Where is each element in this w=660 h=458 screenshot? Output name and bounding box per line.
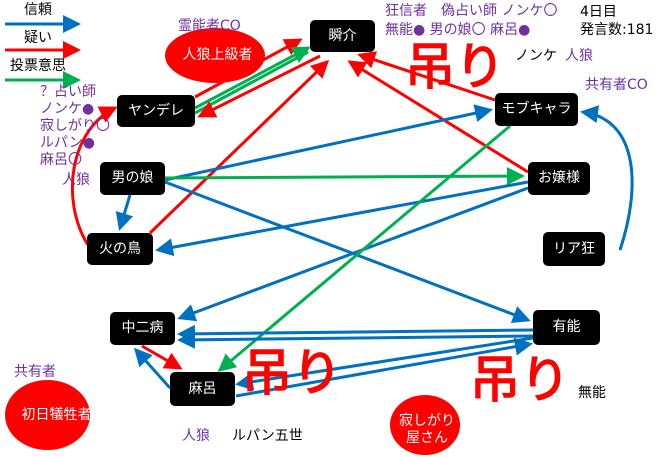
node-ojousama[interactable]: お嬢様 xyxy=(528,162,590,195)
trust-arrow xyxy=(133,347,172,390)
trust-arrow xyxy=(235,337,533,398)
blood-splatter xyxy=(390,395,460,455)
post-count: 発言数:181 xyxy=(580,22,654,38)
trust-arrow xyxy=(115,194,133,231)
vote-arrow xyxy=(217,124,511,372)
node-riakyo[interactable]: リア狂 xyxy=(543,232,605,266)
vote-arrow xyxy=(164,167,525,186)
note-uranai-3: ルパン● xyxy=(40,135,95,151)
legend-doubt-label: 疑い xyxy=(24,30,52,46)
node-otokonoko[interactable]: 男の娘 xyxy=(100,162,165,195)
legend-vote-label: 投票意思 xyxy=(10,58,66,74)
hang-label-muno: 吊り xyxy=(470,351,570,409)
node-hinotori[interactable]: 火の鳥 xyxy=(87,233,153,265)
trust-arrow xyxy=(155,180,529,257)
doubt-arrow xyxy=(197,54,321,118)
doubt-arrow xyxy=(357,51,496,102)
doubt-arrow xyxy=(347,60,529,174)
note-uranai-2: 寂しがり〇 xyxy=(40,118,110,134)
trust-arrow xyxy=(580,105,634,251)
note-reinou-co: 霊能者CO xyxy=(178,18,241,34)
node-maro[interactable]: 麻呂 xyxy=(170,372,235,406)
node-mobkyara[interactable]: モブキャラ xyxy=(495,93,578,126)
note-uranai-4: 麻呂〇 xyxy=(40,152,82,168)
trust-arrow xyxy=(177,330,534,349)
hang-label-mob: 吊り xyxy=(405,38,505,96)
day-label: 4日目 xyxy=(580,4,617,20)
trust-arrow xyxy=(235,336,534,391)
note-nonke: ノンケ xyxy=(515,48,557,64)
hang-label-lupin: 吊り xyxy=(242,344,342,402)
blood-splatter xyxy=(5,380,90,450)
note-jinro-1: 人狼 xyxy=(565,48,593,64)
trust-arrow xyxy=(177,324,534,343)
doubt-arrow xyxy=(148,59,330,235)
doubt-arrow xyxy=(70,106,118,246)
note-uranai-1: ノンケ● xyxy=(40,101,95,117)
node-shonichi[interactable]: 初日犠牲者 xyxy=(21,406,92,423)
trust-arrow xyxy=(177,186,529,322)
blood-splatter xyxy=(165,28,265,83)
trust-arrow xyxy=(164,180,531,324)
trust-arrow xyxy=(164,104,493,182)
note-kyoyu: 共有者 xyxy=(14,364,56,380)
node-shunsuke[interactable]: 瞬介 xyxy=(310,20,375,52)
note-jinro-3: 人狼 xyxy=(182,428,210,444)
node-chunibyo[interactable]: 中二病 xyxy=(110,312,175,345)
node-jinro-jokyu[interactable]: 人狼上級者 xyxy=(182,46,253,63)
note-muno: 無能 xyxy=(578,385,606,401)
note-uranai-0: ？占い師 xyxy=(40,84,96,100)
note-jinro-2: 人狼 xyxy=(62,172,90,188)
note-kyoshin-2: 無能● 男の娘〇 麻呂● xyxy=(385,22,531,38)
vote-arrow xyxy=(194,46,311,110)
note-kyoyu-co: 共有者CO xyxy=(585,77,648,93)
node-yuno[interactable]: 有能 xyxy=(533,310,600,345)
legend-trust-label: 信頼 xyxy=(24,2,52,18)
note-lupin: ルパン五世 xyxy=(232,428,303,444)
node-yandere[interactable]: ヤンデレ xyxy=(117,95,195,127)
note-kyoshin-1: 狂信者 偽占い師 ノンケ〇 xyxy=(385,3,558,19)
node-sabishigari[interactable]: 寂しがり屋さん xyxy=(399,413,455,446)
